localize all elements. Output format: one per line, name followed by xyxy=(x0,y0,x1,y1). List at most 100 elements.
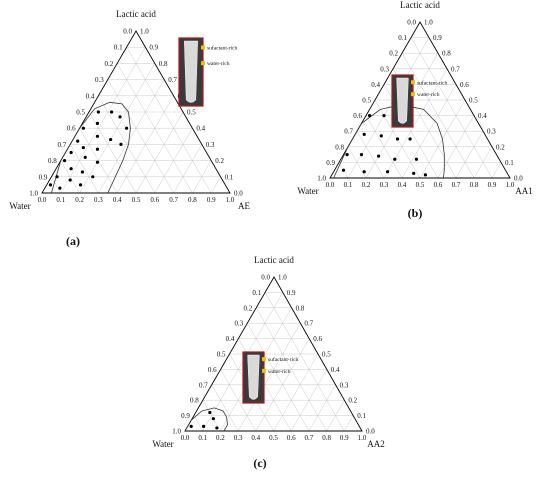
data-point xyxy=(345,153,349,157)
triangle-axis xyxy=(184,276,363,432)
tick-label-left: 0.7 xyxy=(344,128,353,136)
tick-label-left: 0.5 xyxy=(217,351,226,359)
gridline xyxy=(291,369,327,432)
tick-label-right: 0.7 xyxy=(304,320,313,328)
ternary-panel-3: 0.00.00.00.10.10.10.20.20.20.30.30.30.40… xyxy=(152,255,384,470)
data-point xyxy=(414,157,418,161)
data-point xyxy=(81,126,85,130)
tick-label-left: 0.2 xyxy=(243,304,252,312)
tick-label-bottom: 0.9 xyxy=(340,434,349,442)
tick-label-right: 0.4 xyxy=(331,366,340,374)
marker-sufactant-rich xyxy=(411,80,415,85)
tick-label-bottom: 0.0 xyxy=(38,196,47,204)
data-point xyxy=(189,424,193,428)
data-point xyxy=(109,137,113,142)
gridline xyxy=(70,144,99,194)
tick-label-bottom: 0.8 xyxy=(188,196,197,204)
gridline xyxy=(308,384,336,432)
gridline xyxy=(326,400,345,432)
tick-label-left: 0.0 xyxy=(261,274,270,282)
tick-label-right: 0.6 xyxy=(313,335,322,343)
tick-label-left: 0.1 xyxy=(114,44,123,52)
tick-label-right: 0.2 xyxy=(215,157,224,165)
tick-label-bottom: 0.7 xyxy=(169,196,178,204)
tick-label-right: 1.0 xyxy=(140,28,149,36)
tick-label-right: 0.6 xyxy=(460,81,469,89)
tick-label-left: 0.0 xyxy=(123,28,132,36)
data-point xyxy=(69,167,73,171)
data-point xyxy=(215,426,219,430)
tick-label-right: 0.0 xyxy=(234,190,243,198)
tick-label-bottom: 0.2 xyxy=(75,196,84,204)
axis-label-top: Lactic acid xyxy=(400,0,440,10)
tick-label-bottom: 0.8 xyxy=(322,434,331,442)
tick-label-left: 0.5 xyxy=(362,97,371,105)
tick-label-left: 0.2 xyxy=(389,50,398,58)
tick-label-bottom: 0.3 xyxy=(234,434,243,442)
tube-icon xyxy=(247,354,260,400)
data-point xyxy=(408,137,412,141)
gridline xyxy=(356,131,385,179)
gridline xyxy=(211,384,239,432)
tick-label-left: 0.8 xyxy=(335,143,344,151)
tick-label-right: 0.9 xyxy=(149,44,158,52)
gridline xyxy=(344,415,354,432)
tick-label-left: 0.1 xyxy=(398,34,407,42)
marker-sufactant-rich xyxy=(262,357,266,362)
tick-label-left: 1.0 xyxy=(317,175,326,183)
data-point xyxy=(95,121,100,125)
data-point xyxy=(386,170,390,174)
data-point xyxy=(118,115,122,119)
panel-label: (c) xyxy=(253,456,266,470)
tick-label-left: 0.6 xyxy=(208,366,217,374)
tube-icon xyxy=(396,77,409,124)
tick-label-right: 0.8 xyxy=(442,50,451,58)
tick-label-bottom: 0.4 xyxy=(113,196,122,204)
data-point xyxy=(208,410,212,415)
gridline xyxy=(107,79,174,194)
tick-label-right: 0.3 xyxy=(340,381,349,389)
tick-label-right: 0.3 xyxy=(206,141,215,149)
data-point xyxy=(368,114,372,118)
data-point xyxy=(95,160,100,164)
tick-label-left: 0.9 xyxy=(181,412,190,420)
tick-label-right: 0.2 xyxy=(348,397,357,405)
inset-label-water-rich: water-rich xyxy=(268,369,291,375)
data-point xyxy=(125,126,129,130)
gridline xyxy=(410,37,493,179)
data-point xyxy=(58,186,62,190)
gridline xyxy=(173,144,202,194)
tick-label-right: 0.5 xyxy=(469,97,478,105)
data-point xyxy=(109,110,114,114)
tick-label-right: 0.3 xyxy=(487,128,496,136)
tick-label-bottom: 0.0 xyxy=(181,434,190,442)
data-point xyxy=(96,110,100,114)
tick-label-right: 0.4 xyxy=(196,125,205,133)
tick-label-bottom: 0.6 xyxy=(150,196,159,204)
inset-label-water-rich: water-rich xyxy=(207,61,230,67)
tick-label-bottom: 0.8 xyxy=(470,181,479,189)
gridline xyxy=(211,176,221,194)
tick-label-bottom: 0.4 xyxy=(251,434,260,442)
gridline xyxy=(154,128,193,194)
data-point xyxy=(81,146,85,150)
tick-label-bottom: 0.6 xyxy=(287,434,296,442)
tick-label-left: 0.7 xyxy=(57,141,66,149)
tick-label-right: 0.0 xyxy=(514,175,523,183)
axis-label-right: AE xyxy=(238,201,250,211)
gridline xyxy=(88,111,137,194)
axis-label-top: Lactic acid xyxy=(116,9,156,19)
tick-label-left: 1.0 xyxy=(172,428,181,436)
tick-label-right: 1.0 xyxy=(278,274,287,282)
gridline xyxy=(60,47,146,194)
tick-label-left: 0.6 xyxy=(67,125,76,133)
tick-label-left: 0.3 xyxy=(380,65,389,73)
tick-label-right: 0.1 xyxy=(357,412,366,420)
tick-label-bottom: 0.9 xyxy=(207,196,216,204)
tick-label-right: 0.1 xyxy=(505,159,514,167)
axis-label-left: Water xyxy=(297,186,318,196)
